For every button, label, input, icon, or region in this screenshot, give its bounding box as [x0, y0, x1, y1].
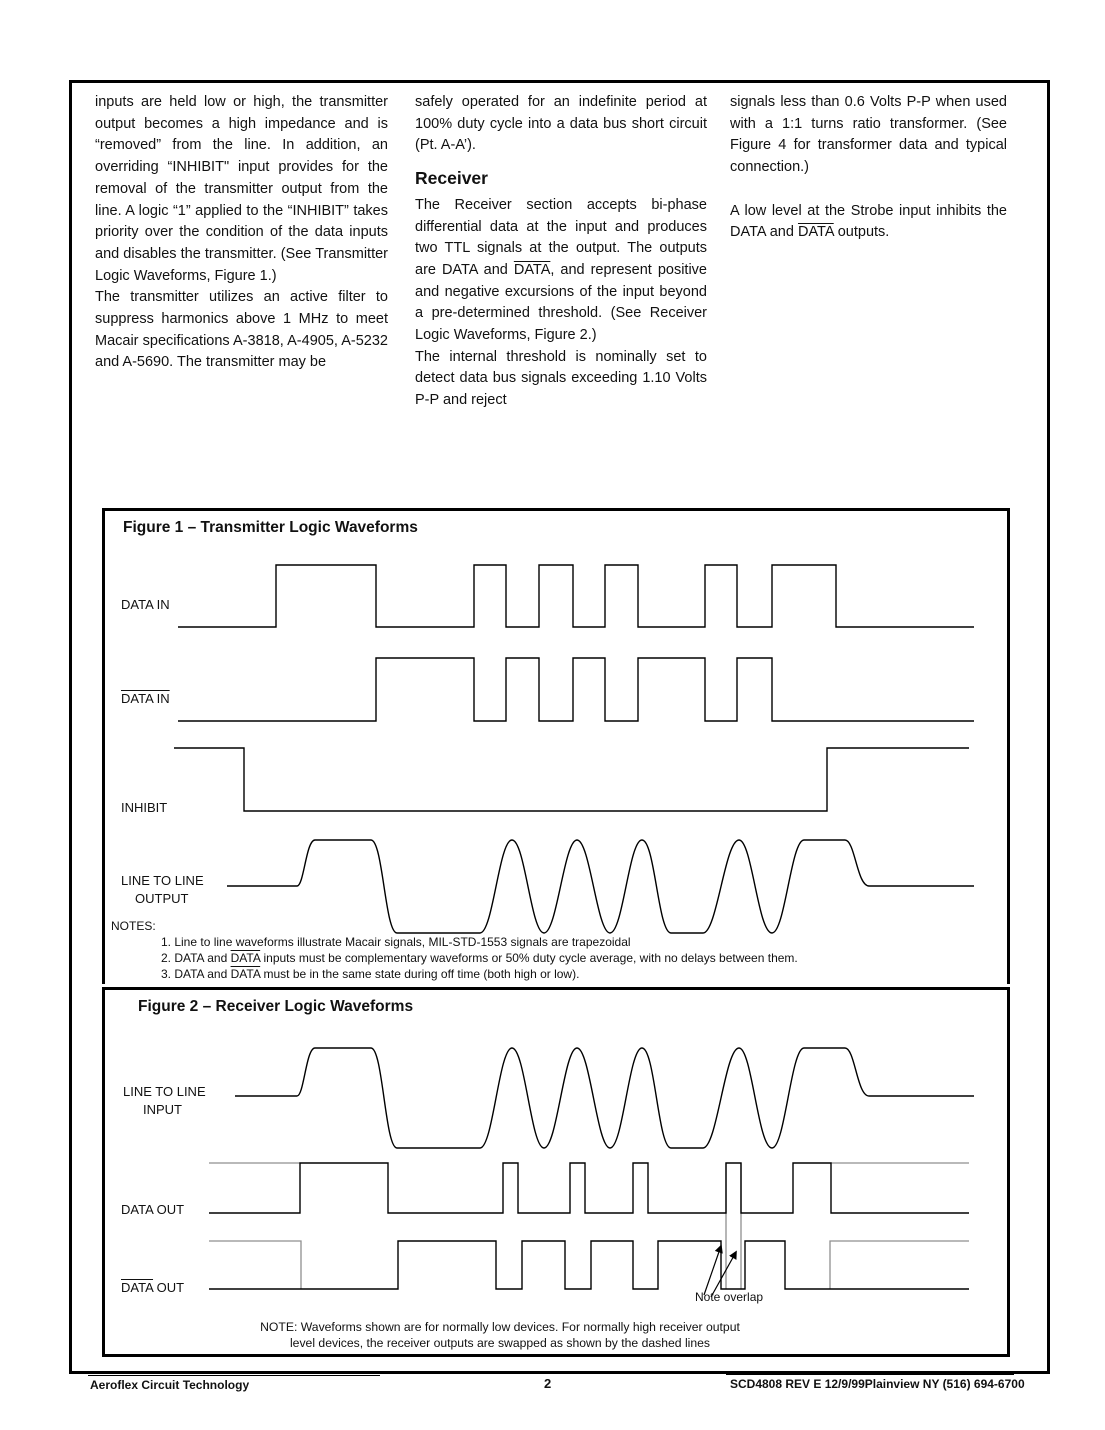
overlined-data: DATA — [230, 951, 261, 965]
figure1-waveforms-svg — [174, 564, 974, 934]
figure1-note-3: 3. DATA and DATA must be in the same sta… — [161, 966, 579, 982]
paragraph: A low level at the Strobe input inhibits… — [730, 201, 1007, 244]
text-segment: The Receiver section accepts bi-phase di… — [415, 196, 707, 278]
figure2-title: Figure 2 – Receiver Logic Waveforms — [138, 998, 414, 1015]
overlap-arrow-2 — [710, 1250, 737, 1298]
footer-left-rule — [88, 1375, 380, 1376]
overlined-data: DATA — [230, 967, 261, 981]
line-to-line-input-label-2: INPUT — [143, 1102, 182, 1117]
footer-location: Plainview NY (516) 694-6700 — [864, 1377, 1025, 1391]
footer-company: Aeroflex Circuit Technology — [90, 1378, 250, 1392]
line-to-line-output-label-1: LINE TO LINE — [121, 873, 204, 888]
text-column-3: signals less than 0.6 Volts P-P when use… — [730, 92, 1007, 244]
paragraph: The internal threshold is nominally set … — [415, 348, 707, 409]
figure2-note: NOTE: Waveforms shown are for normally l… — [200, 1319, 800, 1351]
footer-doc-info: SCD4808 REV E 12/9/99 Plainview NY (516)… — [730, 1377, 1025, 1391]
figure1-box: Figure 1 – Transmitter Logic Waveforms D… — [102, 508, 1010, 984]
inhibit-waveform — [174, 747, 969, 812]
figure2-waveforms-svg — [209, 1047, 974, 1298]
figure1-note-2: 2. DATA and DATA inputs must be compleme… — [161, 950, 798, 966]
figure1-note-1: 1. Line to line waveforms illustrate Mac… — [161, 935, 631, 949]
footer-page-number: 2 — [544, 1376, 552, 1391]
text-segment: 2. DATA and — [161, 951, 231, 965]
data-out-bar-swapped-line-left — [209, 1240, 302, 1289]
text-column-2: safely operated for an indefinite period… — [415, 92, 707, 412]
paragraph: safely operated for an indefinite period… — [415, 94, 707, 154]
page-border — [69, 80, 1050, 1374]
data-out-waveform — [209, 1162, 969, 1214]
text-column-1: inputs are held low or high, the transmi… — [95, 92, 388, 374]
data-out-bar-label: DATA OUT — [121, 1280, 184, 1295]
line-to-line-input-label-1: LINE TO LINE — [123, 1084, 206, 1099]
receiver-heading: Receiver — [415, 168, 488, 189]
overlined-data: DATA — [121, 1280, 154, 1295]
line-to-line-output-label-2: OUTPUT — [135, 891, 189, 906]
overlined-data: DATA — [797, 224, 834, 241]
paragraph: The Receiver section accepts bi-phase di… — [415, 195, 707, 347]
overlined-data: DATA — [513, 261, 551, 278]
overlap-arrow-1 — [703, 1244, 723, 1296]
figure2-box: Figure 2 – Receiver Logic Waveforms — [102, 987, 1010, 1357]
figure2-note-line-1: NOTE: Waveforms shown are for normally l… — [260, 1320, 740, 1334]
paragraph: The transmitter utilizes an active filte… — [95, 289, 388, 371]
text-segment: must be in the same state during off tim… — [260, 967, 580, 981]
figure1-notes-title: NOTES: — [111, 919, 156, 933]
data-out-label: DATA OUT — [121, 1202, 185, 1217]
data-in-bar-label: DATA IN — [121, 691, 170, 706]
text-segment: outputs. — [833, 224, 890, 241]
figure2-note-line-2: level devices, the receiver outputs are … — [289, 1336, 711, 1350]
data-in-label: DATA IN — [121, 597, 170, 612]
figure1-title: Figure 1 – Transmitter Logic Waveforms — [123, 519, 418, 536]
text-segment: 3. DATA and — [161, 967, 231, 981]
footer-right-rule — [726, 1374, 1014, 1375]
text-segment: OUT — [153, 1280, 185, 1295]
line-to-line-output-waveform — [227, 839, 974, 934]
note-overlap-label: Note overlap — [695, 1290, 764, 1304]
text-segment: , and represent positive and negative ex… — [415, 261, 707, 344]
inhibit-label: INHIBIT — [121, 800, 168, 815]
paragraph: signals less than 0.6 Volts P-P when use… — [730, 94, 1007, 176]
data-out-bar-waveform — [209, 1240, 969, 1290]
text-segment: inputs must be complementary waveforms o… — [260, 951, 798, 965]
paragraph: inputs are held low or high, the transmi… — [95, 94, 388, 284]
footer-doc-number: SCD4808 REV E 12/9/99 — [730, 1377, 865, 1391]
text-segment: A low level at the Strobe input inhibits… — [730, 202, 1007, 241]
line-to-line-input-waveform — [235, 1047, 974, 1149]
data-in-waveform — [178, 564, 974, 628]
data-out-bar-swapped-line-right — [829, 1240, 969, 1289]
data-in-bar-waveform — [178, 657, 974, 722]
